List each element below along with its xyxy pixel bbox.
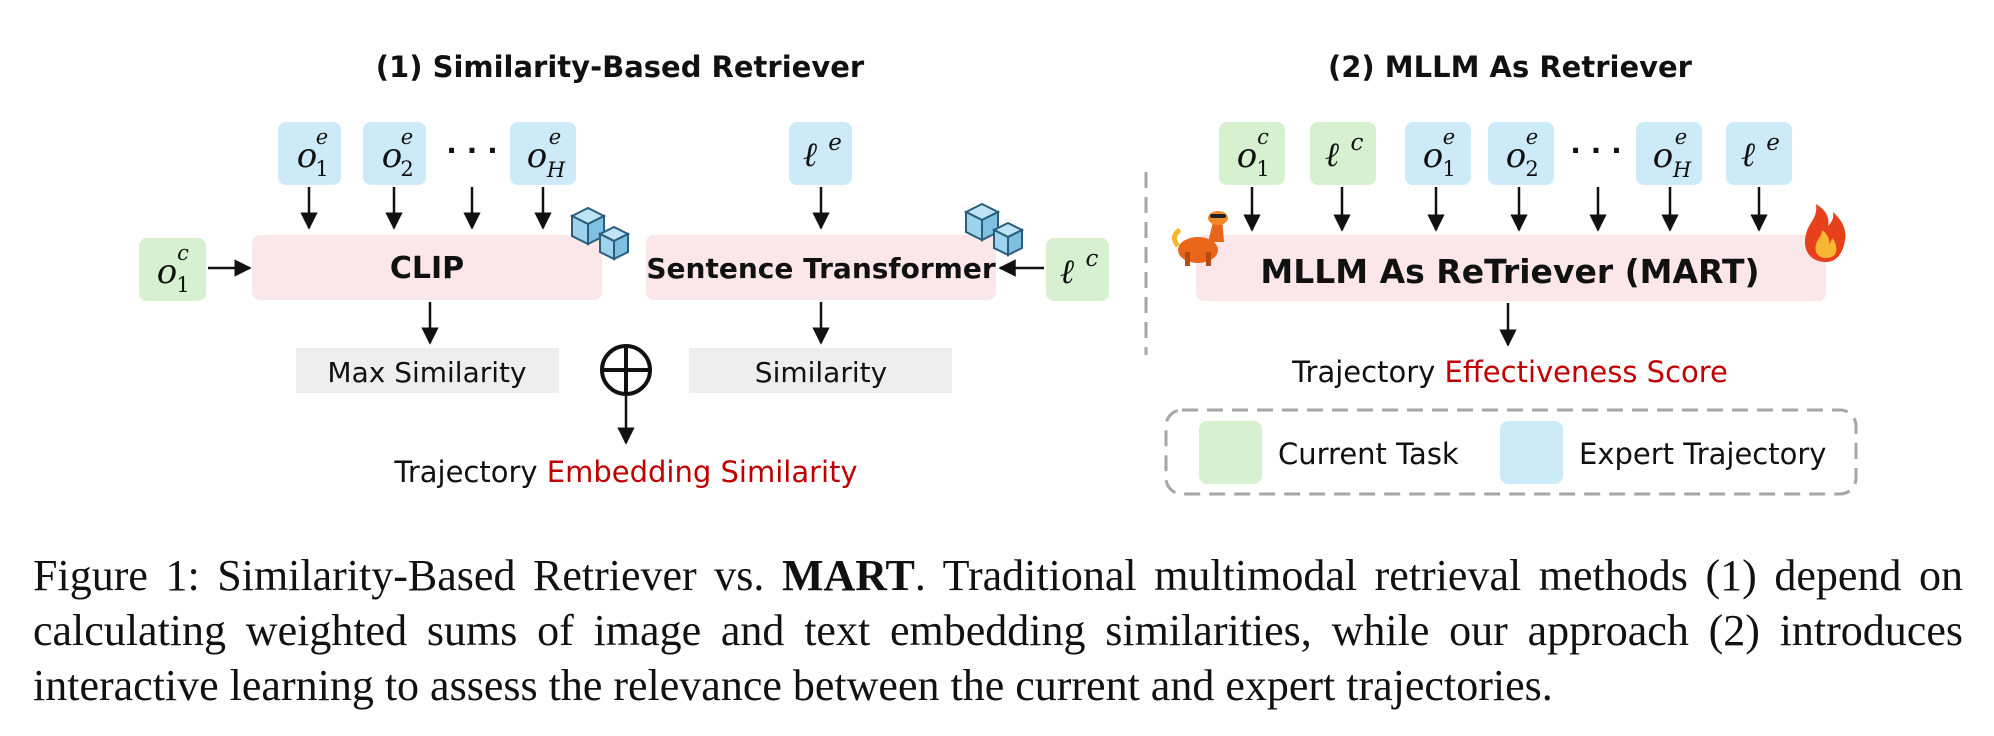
expert-image-token-1: o e 1	[1405, 122, 1471, 185]
mart-model-box	[1196, 235, 1826, 301]
expert-image-token-1: o e 1	[278, 122, 341, 185]
ellipsis: · · ·	[1570, 134, 1621, 167]
panel2-title: (2) MLLM As Retriever	[1328, 50, 1693, 84]
expert-image-token-h: o e H	[510, 122, 576, 185]
arrows-to-mart	[1243, 187, 1768, 232]
caption-prefix: Figure 1: Similarity-Based Retriever vs.	[33, 551, 782, 600]
svg-text:e: e	[401, 125, 413, 149]
svg-text:ℓ: ℓ	[1741, 135, 1755, 175]
expert-image-token-2: o e 2	[363, 122, 426, 185]
panel1-result: Trajectory Embedding Similarity	[393, 455, 857, 489]
max-similarity-label: Max Similarity	[327, 356, 526, 389]
legend-label-current: Current Task	[1278, 437, 1459, 471]
frozen-cubes-icon	[963, 202, 1025, 257]
expert-image-token-h: o e H	[1636, 122, 1702, 185]
svg-text:ℓ: ℓ	[1060, 252, 1074, 292]
svg-text:ℓ: ℓ	[803, 135, 817, 175]
llama-icon	[1172, 211, 1228, 266]
expert-image-token-2: o e 2	[1488, 122, 1554, 185]
panel1-title: (1) Similarity-Based Retriever	[376, 50, 865, 84]
svg-text:e: e	[1526, 125, 1538, 149]
circled-plus-icon	[600, 344, 652, 396]
svg-text:H: H	[546, 158, 566, 182]
legend-swatch-expert	[1500, 421, 1563, 484]
current-obs-token: o c 1	[139, 238, 206, 301]
similarity-box	[689, 348, 952, 393]
svg-text:e: e	[316, 125, 328, 149]
svg-text:e: e	[1443, 125, 1455, 149]
clip-label: CLIP	[390, 251, 464, 286]
svg-text:o: o	[1653, 136, 1673, 176]
svg-text:1: 1	[315, 157, 328, 181]
svg-text:o: o	[527, 136, 547, 176]
current-instruction-token: ℓ c	[1046, 238, 1109, 301]
svg-text:e: e	[1766, 130, 1780, 156]
svg-text:e: e	[549, 125, 561, 149]
svg-text:c: c	[1351, 130, 1364, 156]
svg-text:e: e	[828, 130, 842, 156]
max-similarity-box	[296, 348, 559, 393]
svg-text:o: o	[1506, 136, 1526, 176]
svg-text:1: 1	[176, 273, 189, 297]
svg-text:o: o	[157, 252, 177, 292]
sentence-transformer-label: Sentence Transformer	[646, 252, 995, 285]
current-obs-token: o c 1	[1219, 122, 1285, 185]
frozen-cubes-icon	[569, 206, 631, 261]
retriever-comparison-diagram: (1) Similarity-Based Retriever o e 1 o e…	[139, 50, 1858, 496]
panel2-result: Trajectory Effectiveness Score	[1291, 355, 1728, 389]
arrows-to-clip	[300, 187, 552, 230]
svg-text:ℓ: ℓ	[1325, 135, 1339, 175]
figure-caption: Figure 1: Similarity-Based Retriever vs.…	[33, 548, 1963, 713]
svg-text:c: c	[177, 241, 189, 265]
svg-text:c: c	[1086, 246, 1099, 272]
fire-icon	[1804, 204, 1846, 262]
current-instruction-token: ℓ c	[1310, 122, 1376, 185]
sentence-transformer-box	[646, 235, 996, 300]
legend-label-expert: Expert Trajectory	[1579, 437, 1826, 471]
svg-text:o: o	[382, 136, 402, 176]
svg-text:o: o	[1423, 136, 1443, 176]
svg-text:o: o	[297, 136, 317, 176]
svg-text:o: o	[1237, 136, 1257, 176]
legend: Current Task Expert Trajectory	[1164, 408, 1858, 496]
svg-text:1: 1	[1256, 157, 1269, 181]
caption-bold: MART	[782, 551, 915, 600]
svg-text:H: H	[1672, 158, 1692, 182]
similarity-label: Similarity	[755, 356, 887, 389]
expert-text-token: ℓ e	[1726, 122, 1792, 185]
svg-text:e: e	[1675, 125, 1687, 149]
svg-text:1: 1	[1442, 157, 1455, 181]
svg-text:c: c	[1257, 125, 1269, 149]
legend-swatch-current	[1199, 421, 1262, 484]
svg-text:2: 2	[400, 157, 413, 181]
caption-text: . Traditional multimodal retrieval metho…	[33, 551, 1963, 710]
ellipsis: · · ·	[446, 134, 497, 167]
svg-text:2: 2	[1525, 157, 1538, 181]
expert-text-token: ℓ e	[789, 122, 852, 185]
mart-model-label: MLLM As ReTriever (MART)	[1260, 252, 1759, 291]
clip-box	[252, 235, 602, 300]
